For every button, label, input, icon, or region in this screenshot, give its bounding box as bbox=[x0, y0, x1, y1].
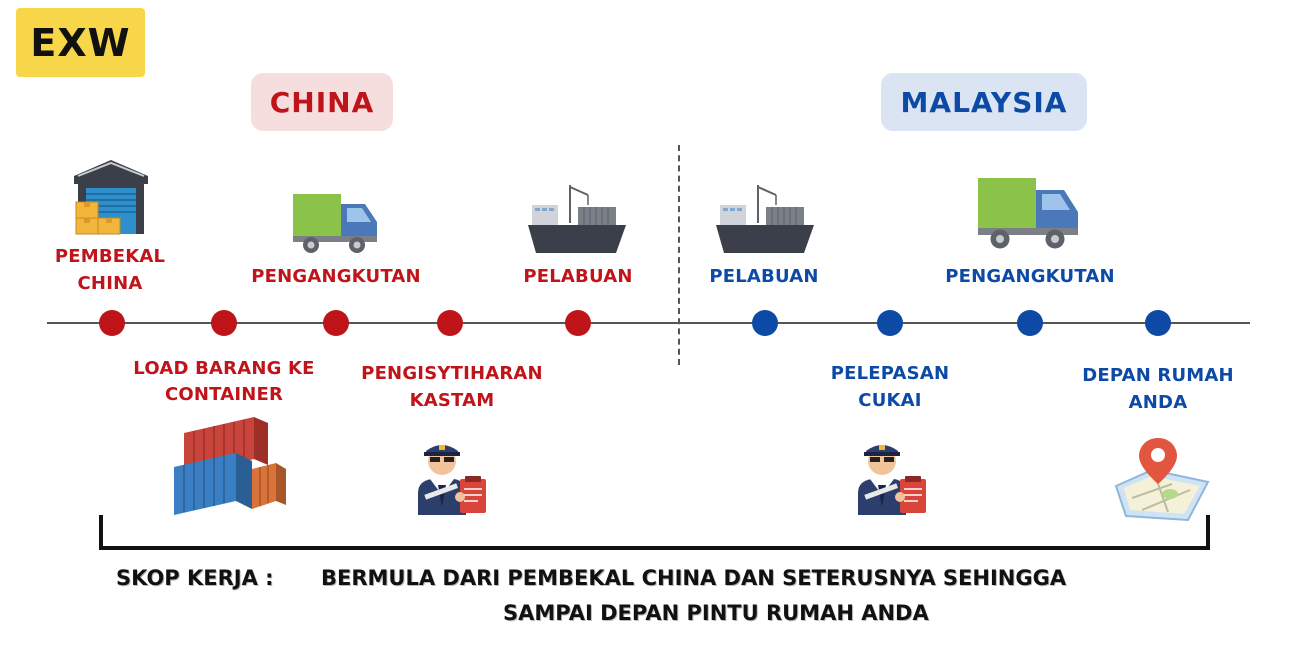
label-line: PENGISYTIHARAN bbox=[361, 363, 543, 384]
step-label-pembekal-china: PEMBEKAL CHINA bbox=[48, 243, 172, 297]
shipping-containers-icon bbox=[174, 417, 286, 515]
cargo-ship-icon bbox=[716, 185, 814, 253]
step-label-pelepasan-cukai: PELEPASAN CUKAI bbox=[815, 360, 965, 414]
scope-text-line2: SAMPAI DEPAN PINTU RUMAH ANDA bbox=[503, 601, 929, 625]
timeline-line bbox=[47, 322, 1250, 324]
label-line: PEMBEKAL bbox=[54, 246, 166, 267]
label-line: CUKAI bbox=[858, 390, 922, 411]
timeline-dot bbox=[1145, 310, 1171, 336]
label-line: ANDA bbox=[1128, 392, 1188, 413]
step-label-load-container: LOAD BARANG KE CONTAINER bbox=[118, 356, 330, 408]
label-line: CHINA bbox=[77, 273, 143, 294]
cargo-ship-icon bbox=[528, 185, 626, 253]
step-label-pelabuan-my: PELABUAN bbox=[709, 266, 819, 287]
timeline-dot bbox=[211, 310, 237, 336]
label-line: KASTAM bbox=[409, 390, 495, 411]
label-line: CONTAINER bbox=[164, 384, 284, 405]
scope-label: SKOP KERJA : bbox=[116, 566, 274, 590]
step-label-pelabuan-cn: PELABUAN bbox=[523, 266, 633, 287]
timeline-dot bbox=[565, 310, 591, 336]
label-line: PELEPASAN bbox=[830, 363, 950, 384]
region-malaysia: MALAYSIA bbox=[881, 73, 1087, 131]
region-china: CHINA bbox=[251, 73, 393, 131]
truck-icon bbox=[978, 178, 1078, 249]
border-divider bbox=[678, 145, 680, 365]
exw-badge: EXW bbox=[16, 8, 145, 77]
warehouse-icon bbox=[74, 160, 148, 235]
timeline-dot bbox=[752, 310, 778, 336]
step-label-depan-rumah: DEPAN RUMAH ANDA bbox=[1068, 362, 1248, 416]
timeline-dot bbox=[323, 310, 349, 336]
timeline-dot bbox=[877, 310, 903, 336]
timeline-dot bbox=[99, 310, 125, 336]
customs-officer-icon bbox=[418, 445, 486, 515]
step-label-pengisytiharan-kastam: PENGISYTIHARAN KASTAM bbox=[344, 360, 560, 414]
step-label-pengangkutan-cn: PENGANGKUTAN bbox=[251, 266, 421, 287]
label-line: LOAD BARANG KE bbox=[133, 358, 315, 379]
customs-officer-icon bbox=[858, 445, 926, 515]
map-pin-icon bbox=[1114, 438, 1210, 522]
scope-text-line1: BERMULA DARI PEMBEKAL CHINA DAN SETERUSN… bbox=[321, 566, 1067, 590]
timeline-dot bbox=[437, 310, 463, 336]
label-line: DEPAN RUMAH bbox=[1082, 365, 1234, 386]
step-label-pengangkutan-my: PENGANGKUTAN bbox=[945, 266, 1115, 287]
truck-icon bbox=[293, 194, 377, 253]
scope-bracket bbox=[99, 515, 1210, 550]
timeline-dot bbox=[1017, 310, 1043, 336]
